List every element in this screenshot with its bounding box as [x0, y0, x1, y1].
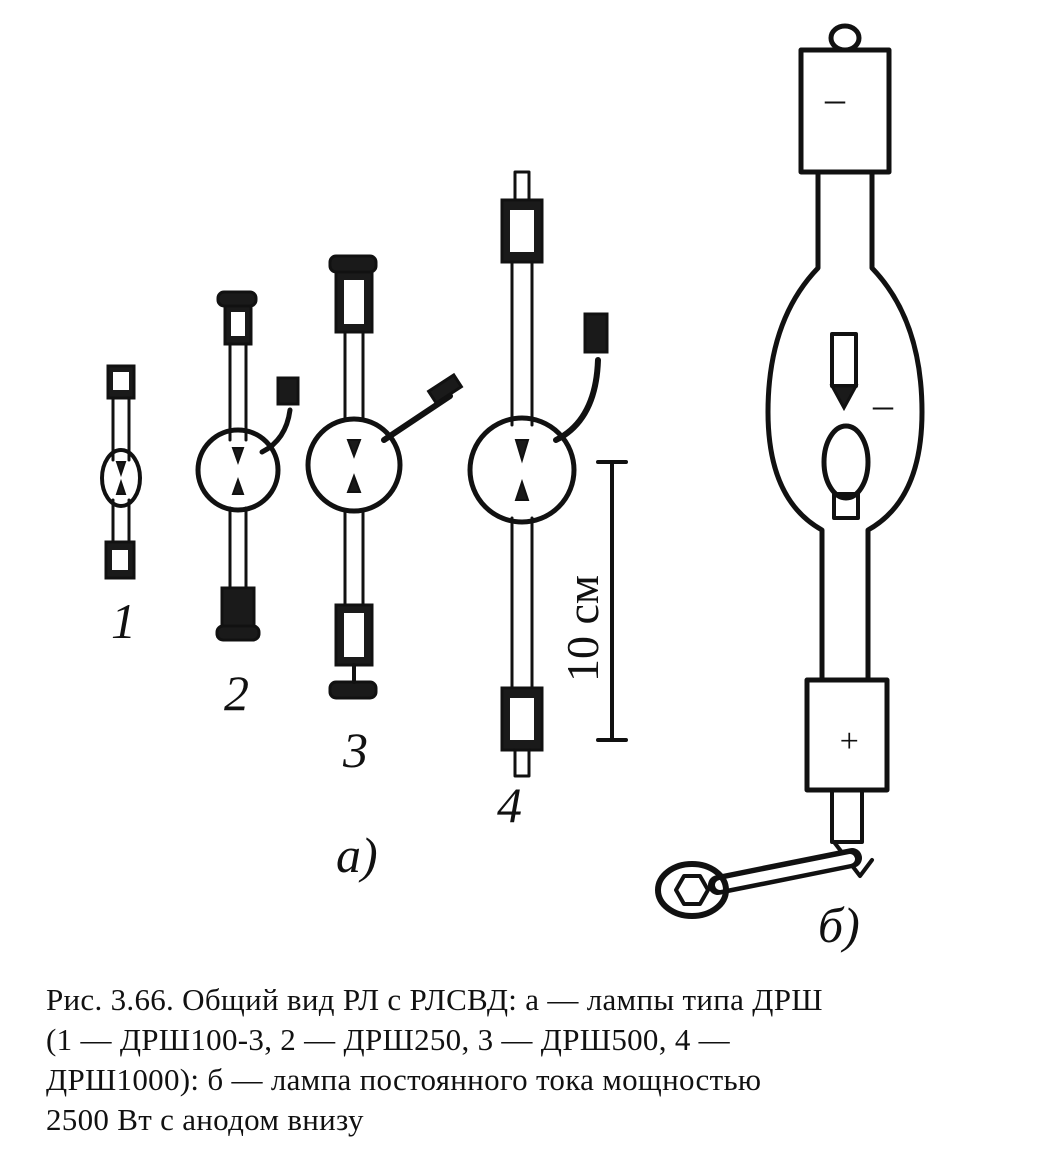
- dc-lamp-drawing: [655, 23, 925, 919]
- part-a-label: а): [336, 827, 378, 883]
- part-b-label: б): [818, 897, 860, 953]
- figure-caption: Рис. 3.66. Общий вид РЛ с РЛСВД: а — лам…: [46, 980, 1004, 1140]
- scale-bar: [596, 460, 628, 742]
- scale-label: 10 см: [557, 575, 608, 682]
- dc-lamp-anode-plus: +: [838, 723, 861, 760]
- lamp-3-drawing: [305, 254, 464, 700]
- lamp-4-label: 4: [497, 777, 522, 833]
- lamp-1-label: 1: [111, 593, 136, 649]
- caption-line-2: (1 — ДРШ100-3, 2 — ДРШ250, 3 — ДРШ500, 4…: [46, 1022, 730, 1057]
- dc-lamp-cap-minus: –: [824, 76, 846, 121]
- lamp-2-label: 2: [224, 665, 249, 721]
- dc-lamp-cathode-minus: –: [872, 382, 894, 427]
- lamps-figure: 1 2 3: [100, 23, 925, 953]
- caption-line-4: 2500 Вт с анодом внизу: [46, 1102, 364, 1137]
- lamp-2-drawing: [195, 290, 300, 642]
- caption-line-1: Рис. 3.66. Общий вид РЛ с РЛСВД: а — лам…: [46, 982, 823, 1017]
- caption-line-3: ДРШ1000): б — лампа постоянного тока мощ…: [46, 1062, 762, 1097]
- lamp-3-label: 3: [342, 722, 368, 778]
- lamp-4-drawing: [467, 170, 609, 778]
- lamp-1-drawing: [100, 364, 142, 580]
